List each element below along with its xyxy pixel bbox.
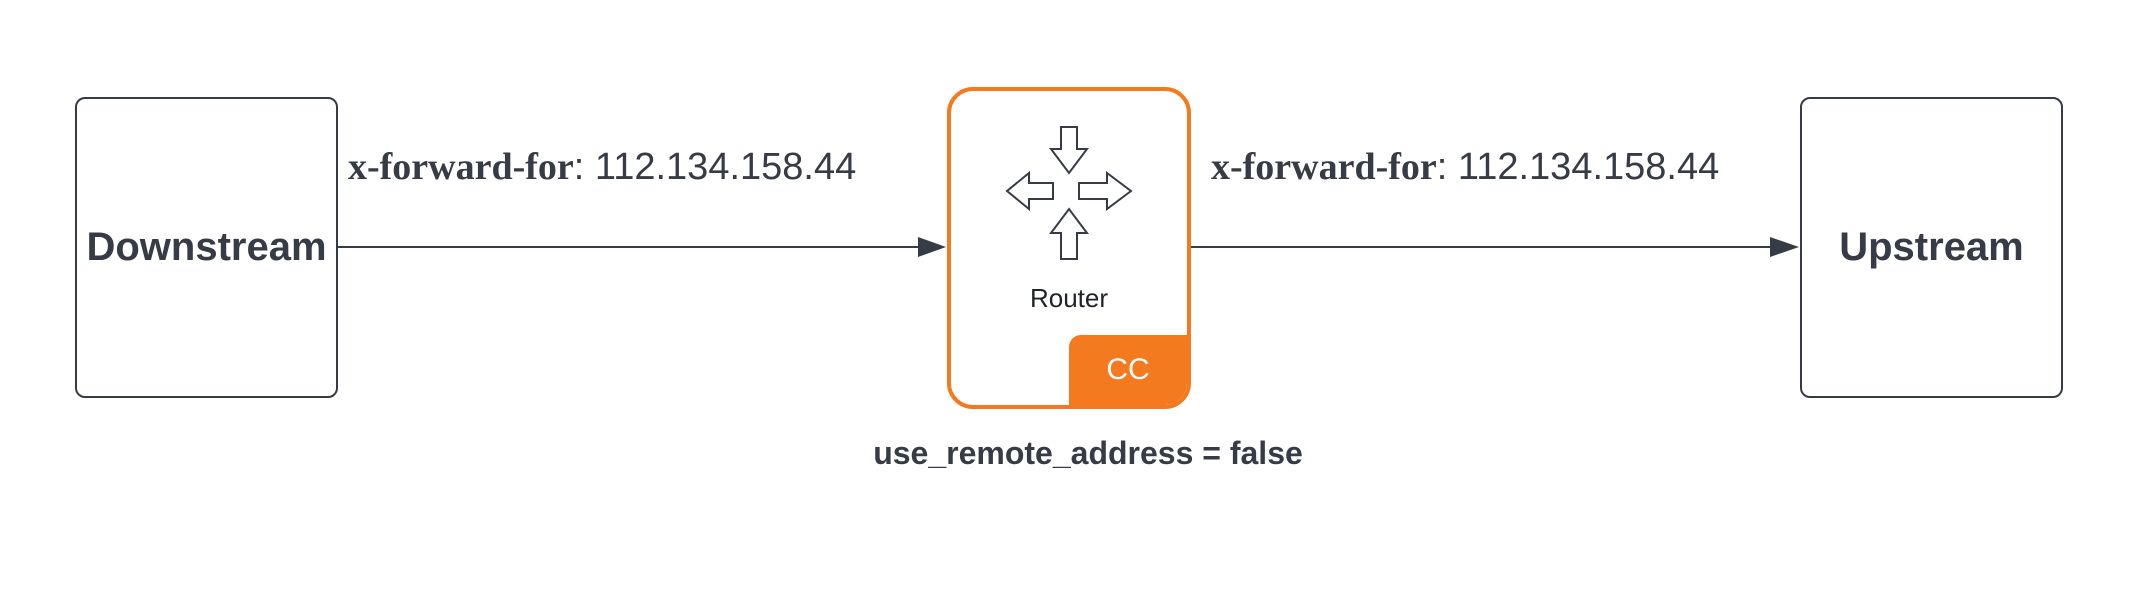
router-caption: use_remote_address = false (0, 435, 2138, 472)
downstream-node[interactable]: Downstream (75, 97, 338, 398)
router-node[interactable]: Router CC (947, 87, 1191, 409)
header-name: x-forward-for (1211, 146, 1437, 188)
downstream-label: Downstream (86, 225, 327, 269)
edge-label-downstream-router: x-forward-for: 112.134.158.44 (348, 148, 856, 186)
arrowhead-to-upstream (1770, 237, 1799, 257)
four-arrows-icon (1005, 126, 1133, 260)
arrowhead-to-router (918, 237, 946, 257)
header-value: : 112.134.158.44 (1436, 146, 1720, 188)
upstream-node[interactable]: Upstream (1800, 97, 2063, 398)
header-name: x-forward-for (348, 146, 574, 188)
header-value: : 112.134.158.44 (573, 146, 857, 188)
edge-label-router-upstream: x-forward-for: 112.134.158.44 (1211, 148, 1719, 186)
caption-text: use_remote_address = false (873, 435, 1303, 471)
router-label: Router (1029, 283, 1109, 313)
upstream-label: Upstream (1839, 225, 2024, 269)
router-badge: CC (1069, 335, 1187, 405)
